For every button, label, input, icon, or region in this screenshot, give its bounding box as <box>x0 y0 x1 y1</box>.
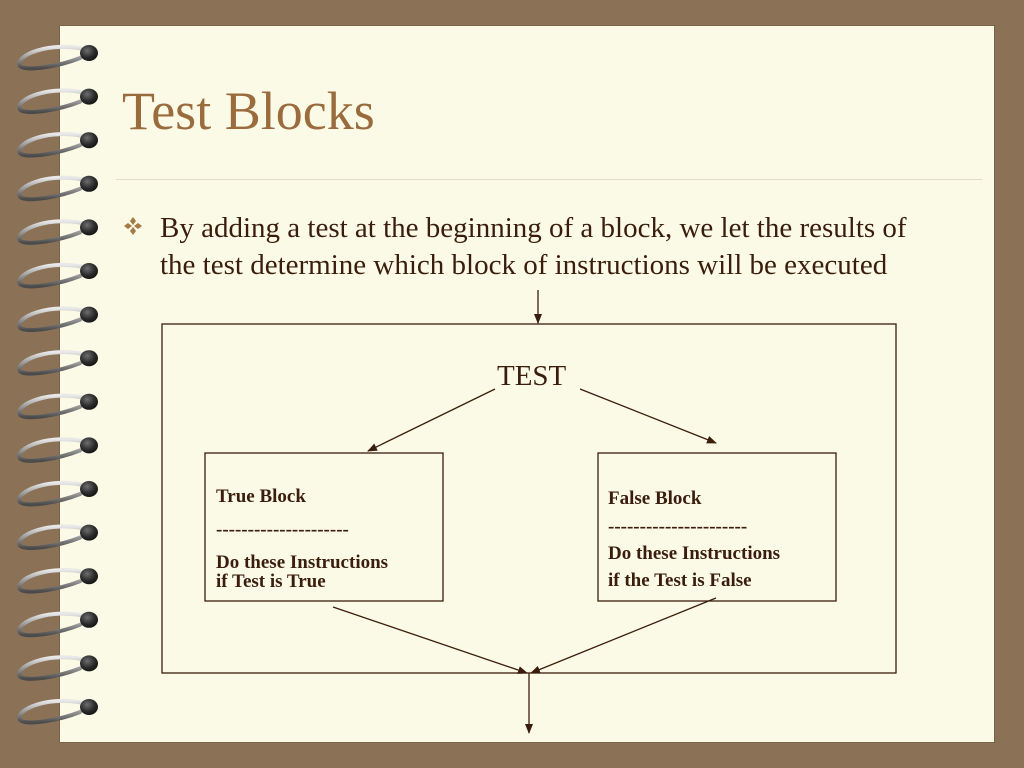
false-block-title: False Block <box>608 488 702 509</box>
binding-hole <box>80 699 98 715</box>
spiral-wire <box>17 88 90 114</box>
false-block-line2: if the Test is False <box>608 570 752 591</box>
arrow-to-true-block <box>367 388 496 452</box>
spiral-binding <box>17 44 98 725</box>
binding-hole <box>80 437 98 454</box>
binding-hole <box>80 611 98 628</box>
spiral-wire <box>17 437 90 463</box>
spiral-wire <box>17 132 90 158</box>
test-label: TEST <box>497 360 567 392</box>
spiral-wire <box>17 698 90 725</box>
false-merge-arrow <box>530 597 717 674</box>
arrow-to-false-block <box>579 388 717 444</box>
title-divider <box>116 179 982 180</box>
spiral-wire <box>17 262 90 289</box>
spiral-wire <box>17 524 90 550</box>
true-merge-arrow <box>332 606 528 674</box>
binding-hole <box>80 263 98 279</box>
binding-hole <box>80 350 98 367</box>
binding-hole <box>80 568 98 585</box>
spiral-wire <box>17 611 90 638</box>
binding-hole <box>80 175 98 192</box>
spiral-wire <box>17 175 90 202</box>
true-block-box <box>204 452 444 602</box>
spiral-wire <box>17 350 90 376</box>
notebook-page <box>60 26 994 742</box>
bullet-text: By adding a test at the beginning of a b… <box>160 212 907 281</box>
slide-title: Test Blocks <box>122 81 375 141</box>
spiral-wire <box>17 219 90 245</box>
diamond-bullet-icon <box>124 217 142 235</box>
binding-hole <box>80 306 98 323</box>
true-block-divider: --------------------- <box>216 519 349 540</box>
binding-hole <box>80 655 98 672</box>
spiral-wire <box>17 480 90 507</box>
binding-hole <box>80 132 98 149</box>
false-block-line1: Do these Instructions <box>608 543 781 564</box>
spiral-wire <box>17 655 90 681</box>
false-block-box <box>597 452 837 602</box>
false-block-divider: ---------------------- <box>608 516 748 537</box>
true-block-line1: Do these Instructions <box>216 552 389 573</box>
true-block-title: True Block <box>216 486 306 507</box>
binding-hole <box>80 393 98 410</box>
binding-hole <box>80 219 98 236</box>
binding-hole <box>80 45 98 61</box>
bullet-item: By adding a test at the beginning of a b… <box>122 210 922 284</box>
binding-hole <box>80 88 98 105</box>
spiral-wire <box>17 44 90 71</box>
true-block-line2: if Test is True <box>216 571 326 592</box>
spiral-wire <box>17 568 90 594</box>
spiral-wire <box>17 306 90 332</box>
spiral-wire <box>17 393 90 420</box>
binding-hole <box>80 524 98 541</box>
binding-hole <box>80 481 98 497</box>
